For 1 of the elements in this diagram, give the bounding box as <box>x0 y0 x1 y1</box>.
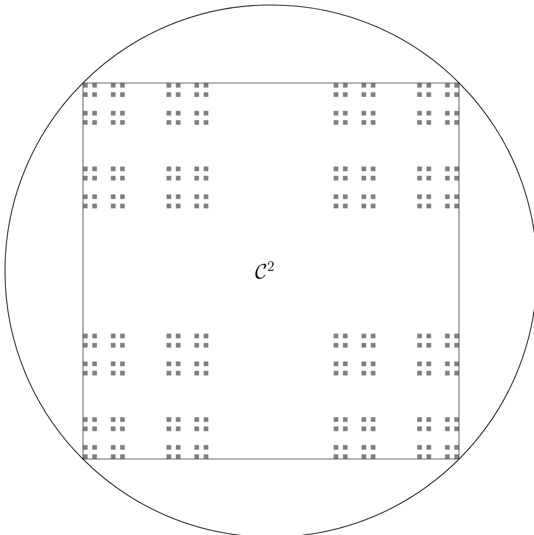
set-label: $\mathcal{C}^2$ <box>255 261 274 279</box>
